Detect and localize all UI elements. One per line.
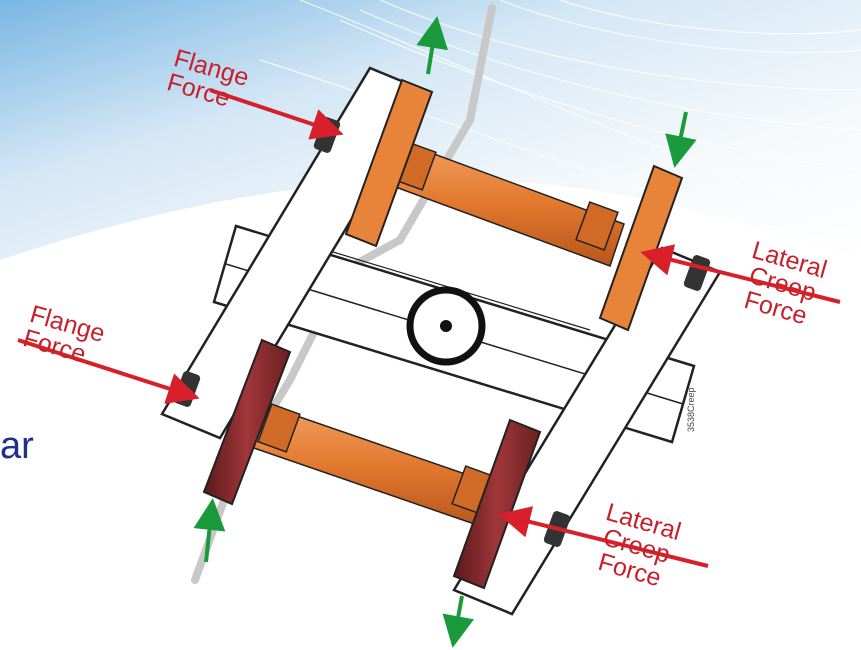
motion-arrow-top-right	[665, 111, 697, 168]
axle-box	[683, 255, 711, 291]
slide-partial-text: ar	[0, 425, 34, 467]
lateral-force-arrow-bottom	[498, 506, 709, 568]
flange-force-arrow-left	[17, 338, 200, 404]
figure-code: 3538Creep	[686, 387, 696, 432]
wheel-bottom-right	[452, 418, 542, 590]
lateral-force-arrow-right	[640, 244, 841, 304]
motion-arrow-bottom-right	[442, 595, 475, 648]
flange-force-arrow-top	[209, 88, 344, 140]
motion-arrow-bottom-left	[193, 498, 226, 563]
wheel-bottom-left	[202, 338, 292, 506]
wheel-top-left	[344, 78, 434, 248]
motion-arrow-top-left	[416, 16, 449, 75]
